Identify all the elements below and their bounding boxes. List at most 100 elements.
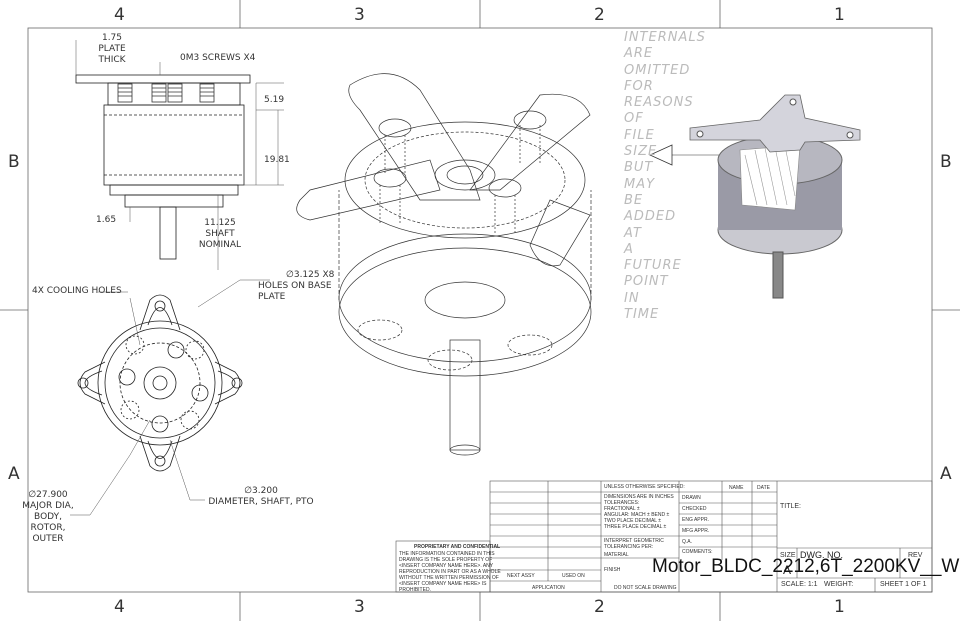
dim-rotor-dia-label-4: OUTER xyxy=(32,534,64,544)
note-line: ARE xyxy=(624,46,654,62)
tb-proprietary-line: REPRODUCTION IN PART OR AS A WHOLE xyxy=(399,569,501,575)
tb-qa: Q.A. xyxy=(682,539,693,545)
dim-shaft-nominal: 11.125 SHAFT NOMINAL xyxy=(196,218,244,251)
note-line: INTERNALS xyxy=(624,30,706,45)
dim-plate-thick: 1.75 PLATE THICK xyxy=(90,33,134,66)
note-line: TIME xyxy=(624,307,660,323)
tb-checked: CHECKED xyxy=(682,506,707,512)
tb-name-header: NAME xyxy=(729,485,744,491)
note-line: FILE xyxy=(624,127,655,143)
dim-plate-thick-value: 1.75 xyxy=(101,33,123,43)
tb-unless: UNLESS OTHERWISE SPECIFIED: xyxy=(604,484,685,490)
note-line: REASONS xyxy=(624,95,694,111)
tb-interpret-line: INTERPRET GEOMETRIC xyxy=(604,538,664,544)
note-line: FUTURE xyxy=(624,258,682,274)
zone-label-bottom-2: 2 xyxy=(594,597,605,617)
tb-drawn: DRAWN xyxy=(682,495,701,501)
dim-plate-thick-label-2: THICK xyxy=(98,55,126,65)
tb-interpret: INTERPRET GEOMETRIC TOLERANCING PER: xyxy=(604,538,664,550)
tb-mfg-appr: MFG APPR. xyxy=(682,528,710,534)
zone-label-right-a: A xyxy=(940,464,952,484)
title-block-grid xyxy=(395,480,933,593)
tb-finish: FINISH xyxy=(604,567,621,573)
note-line: SIZE xyxy=(624,144,658,160)
tb-comments: COMMENTS: xyxy=(682,549,713,555)
zone-label-bottom-3: 3 xyxy=(354,597,365,617)
tb-sheet: SHEET 1 OF 1 xyxy=(880,581,927,588)
note-line: POINT xyxy=(624,274,669,290)
dim-shaft-nominal-label-2: NOMINAL xyxy=(198,240,242,250)
note-line: ADDED xyxy=(624,209,677,225)
side-view xyxy=(75,40,284,270)
tb-dims-line: TWO PLACE DECIMAL ± xyxy=(604,518,662,524)
zone-label-left-b: B xyxy=(8,152,20,172)
dim-rotor-dia-label-3: ROTOR, xyxy=(30,523,66,533)
zone-label-right-b: B xyxy=(940,152,952,172)
tb-dims-line: DIMENSIONS ARE IN INCHES xyxy=(604,494,674,500)
note-line: FOR xyxy=(624,78,654,94)
tb-dimensions: DIMENSIONS ARE IN INCHES TOLERANCES: FRA… xyxy=(604,494,674,530)
tb-proprietary-title: PROPRIETARY AND CONFIDENTIAL xyxy=(414,544,501,550)
tb-proprietary-line: <INSERT COMPANY NAME HERE>. ANY xyxy=(399,563,494,569)
tb-application: APPLICATION xyxy=(532,585,565,591)
tb-title-label: TITLE: xyxy=(780,503,802,510)
note-line: OF xyxy=(624,111,644,127)
note-line: BUT xyxy=(624,160,654,176)
tb-weight: WEIGHT: xyxy=(824,581,854,588)
section-view xyxy=(649,94,861,299)
tb-used-on: USED ON xyxy=(562,573,585,579)
dim-rotor-dia-label-1: MAJOR DIA, xyxy=(22,501,74,511)
top-view xyxy=(70,279,270,516)
dim-rotor-dia-value: ∅27.900 xyxy=(28,490,68,500)
tb-proprietary-line: THE INFORMATION CONTAINED IN THIS xyxy=(399,551,495,557)
dim-1-65: 1.65 xyxy=(96,215,117,225)
tb-proprietary-line: <INSERT COMPANY NAME HERE> IS xyxy=(399,581,487,587)
note-line: OMITTED xyxy=(624,62,691,78)
tb-proprietary-line: WITHOUT THE WRITTEN PERMISSION OF xyxy=(399,575,499,581)
tb-proprietary-text: THE INFORMATION CONTAINED IN THIS DRAWIN… xyxy=(399,551,501,593)
dim-base-holes: ∅3.125 X8 HOLES ON BASE PLATE xyxy=(258,270,358,303)
dim-base-holes-label: HOLES ON BASE PLATE xyxy=(258,281,332,302)
tb-size-value: A xyxy=(783,563,792,577)
dim-shaft-dia-value: ∅3.200 xyxy=(244,486,278,496)
tb-dims-line: FRACTIONAL ± xyxy=(604,506,640,512)
dim-shaft-dia: ∅3.200 DIAMETER, SHAFT, PTO xyxy=(206,486,316,508)
note-line: IN xyxy=(624,290,640,306)
tb-dwg-no-label: DWG. NO. xyxy=(800,550,843,560)
tb-dims-line: THREE PLACE DECIMAL ± xyxy=(604,524,667,530)
tb-date-header: DATE xyxy=(757,485,770,491)
zone-label-left-a: A xyxy=(8,464,20,484)
tb-rev-label: REV xyxy=(908,552,923,559)
tb-do-not-scale: DO NOT SCALE DRAWING xyxy=(614,585,677,591)
dim-5-19: 5.19 xyxy=(264,95,285,105)
tb-proprietary-line: PROHIBITED. xyxy=(399,587,431,593)
internals-note: INTERNALS ARE OMITTED FOR REASONS OF FIL… xyxy=(624,30,706,323)
zone-label-top-2: 2 xyxy=(594,5,605,25)
tb-size-label: SIZE xyxy=(780,552,796,559)
zone-label-bottom-1: 1 xyxy=(834,597,845,617)
tb-dims-line: ANGULAR: MACH ± BEND ± xyxy=(604,512,670,518)
note-line: MAY xyxy=(624,176,656,192)
dim-rotor-dia-label-2: BODY, xyxy=(34,512,62,522)
tb-drawing-name: Motor_BLDC_2212,6T_2200KV__Witl xyxy=(652,556,960,577)
isometric-view xyxy=(296,73,592,456)
dim-rotor-dia: ∅27.900 MAJOR DIA, BODY, ROTOR, OUTER xyxy=(22,490,74,545)
dim-shaft-nominal-label-1: SHAFT xyxy=(205,229,235,239)
zone-label-top-1: 1 xyxy=(834,5,845,25)
tb-scale: SCALE: 1:1 xyxy=(781,581,818,588)
note-line: BE xyxy=(624,192,644,208)
note-line: A xyxy=(624,241,634,257)
zone-label-bottom-4: 4 xyxy=(114,597,125,617)
dim-shaft-dia-label: DIAMETER, SHAFT, PTO xyxy=(208,497,314,507)
tb-interpret-line: TOLERANCING PER: xyxy=(604,544,654,550)
dim-base-holes-value: ∅3.125 X8 xyxy=(286,270,335,280)
dim-screws: 0M3 SCREWS X4 xyxy=(180,53,256,63)
zone-label-top-3: 3 xyxy=(354,5,365,25)
dim-19-81: 19.81 xyxy=(264,155,290,165)
zone-label-top-4: 4 xyxy=(114,5,125,25)
dim-cooling-holes: 4X COOLING HOLES xyxy=(32,286,122,296)
tb-eng-appr: ENG APPR. xyxy=(682,517,709,523)
tb-material: MATERIAL xyxy=(604,552,629,558)
